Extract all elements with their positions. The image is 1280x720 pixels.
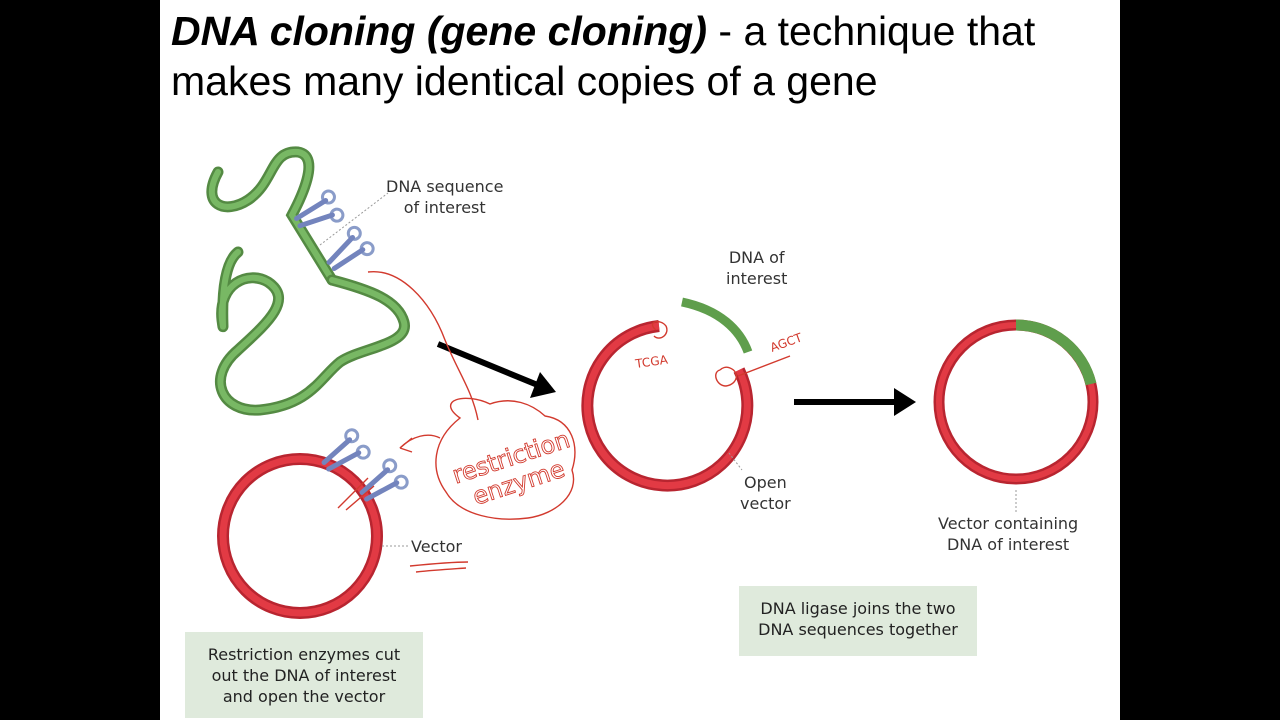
arrow-icon [436, 341, 556, 398]
dna-of-interest-label: DNA of interest [726, 248, 788, 288]
open-vector [581, 320, 754, 492]
title-emphasis: DNA cloning (gene cloning) [171, 8, 708, 54]
right-sticky-end-annotation: AGCT [768, 330, 804, 355]
handwritten-annotation [337, 271, 791, 573]
dna-strand [206, 146, 410, 416]
open-vector-label: Open vector [740, 473, 791, 513]
ligase-caption: DNA ligase joins the two DNA sequences t… [739, 586, 977, 656]
title-rest: - a technique that makes many identical … [171, 8, 1036, 104]
left-sticky-end-annotation: TCGA [633, 352, 669, 371]
vector-containing-label: Vector containing DNA of interest [938, 514, 1079, 554]
scissors-icon [326, 225, 375, 271]
scissors-icon [294, 189, 345, 229]
slide-title: DNA cloning (gene cloning) - a technique… [171, 6, 1111, 106]
restriction-caption: Restriction enzymes cut out the DNA of i… [185, 632, 423, 718]
dna-sequence-label: DNA sequence of interest [386, 177, 504, 217]
vector-label: Vector [411, 537, 462, 556]
vector-plasmid [217, 453, 383, 619]
recombinant-vector [933, 319, 1099, 485]
scissors-icon [321, 428, 371, 472]
scissors-icon [359, 458, 409, 502]
cloning-diagram: restriction enzyme TCGA AGCT [206, 146, 1099, 619]
slide: DNA cloning (gene cloning) - a technique… [160, 0, 1120, 720]
arrow-icon [794, 388, 916, 416]
dna-of-interest-fragment [681, 297, 753, 354]
